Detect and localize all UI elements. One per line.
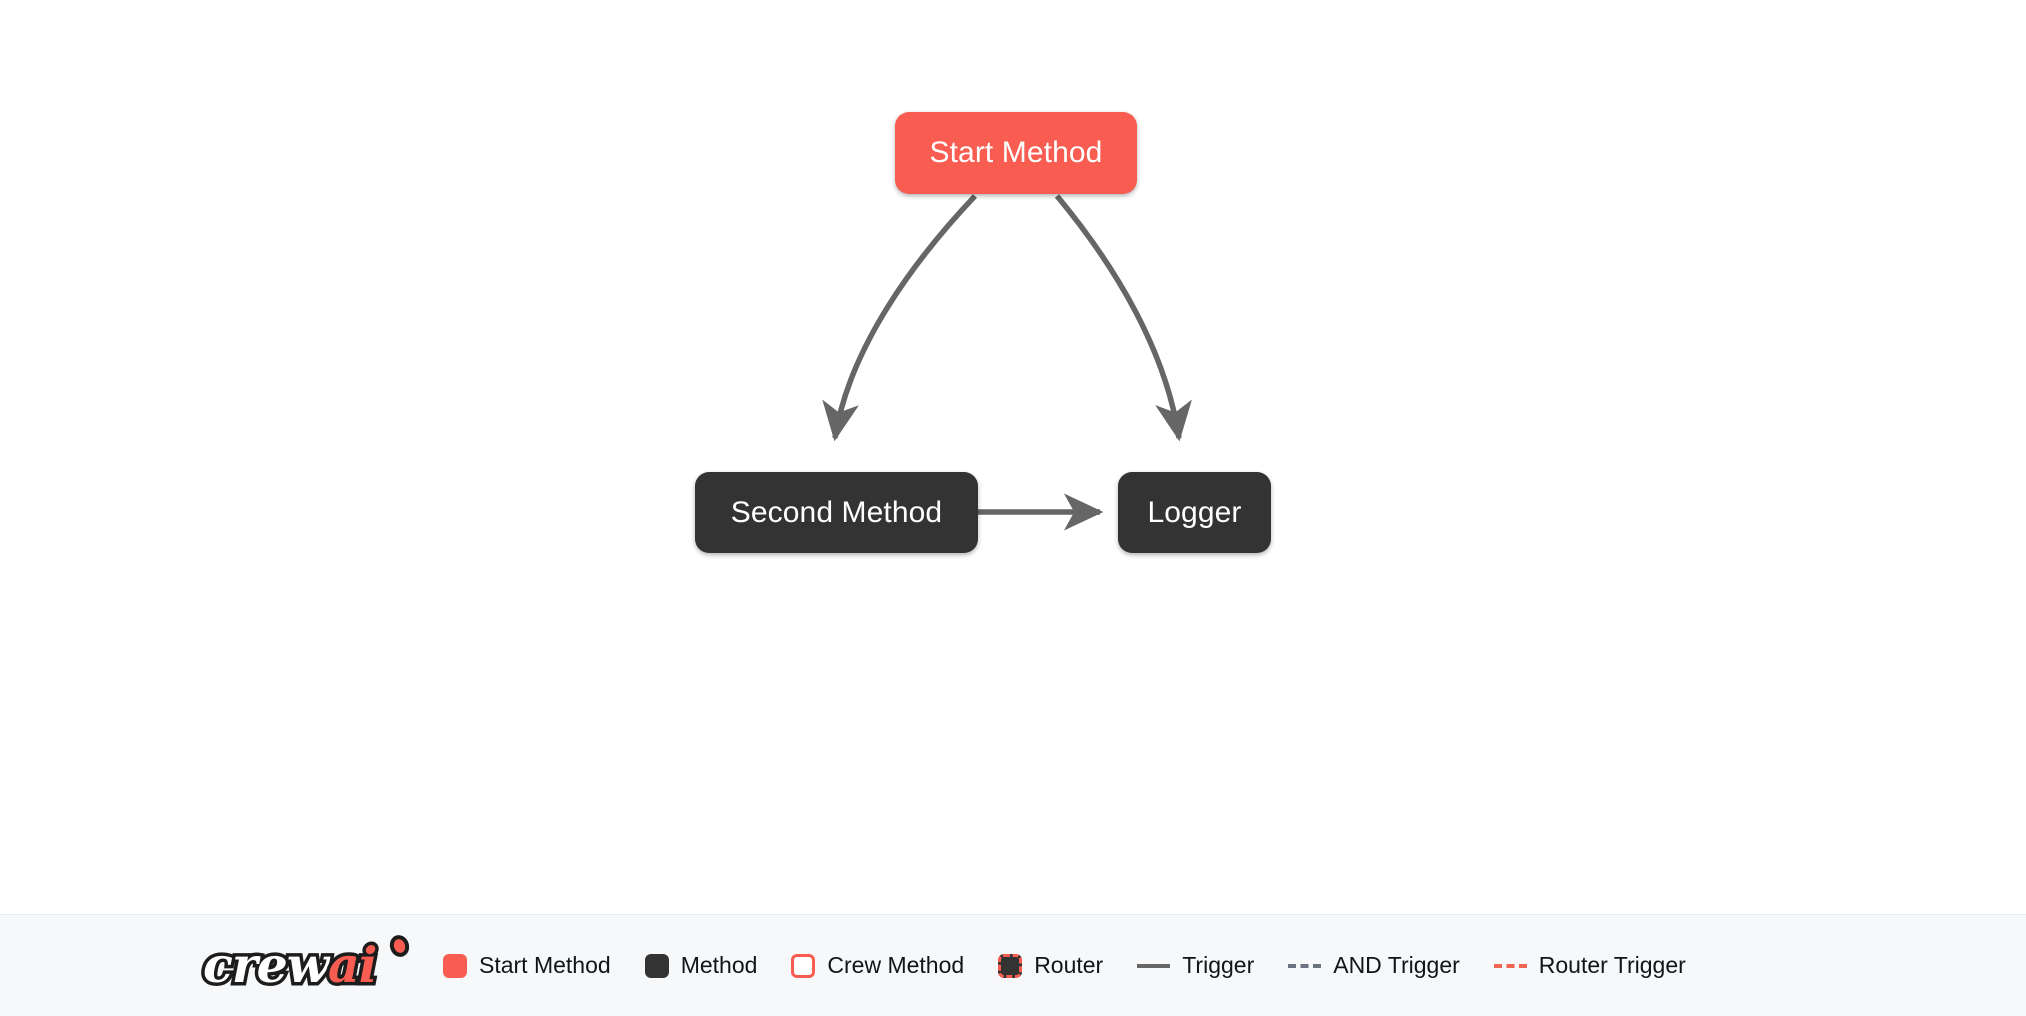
legend-item-method: Method [644, 952, 758, 979]
and-trigger-line-icon [1288, 963, 1322, 968]
method-swatch-icon [644, 953, 669, 978]
trigger-line-icon [1137, 963, 1171, 968]
legend-item-router-trigger: Router Trigger [1493, 952, 1686, 979]
router-trigger-line-icon [1493, 963, 1527, 968]
crewai-logo-text: crewai [199, 933, 380, 996]
edge-start-to-second [822, 194, 977, 442]
crewai-logo-crew: crew [199, 933, 332, 996]
legend-item-router: Router [998, 952, 1103, 979]
start-method-swatch-icon [443, 953, 467, 978]
crewai-logo-dot [387, 932, 412, 959]
router-swatch-icon [998, 953, 1023, 978]
crewai-logo: crewai [199, 932, 415, 997]
crewai-logo-ai: ai [324, 933, 380, 996]
flow-node-label: Logger [1147, 495, 1242, 529]
legend-item-label: Router [1034, 952, 1104, 978]
legend-items-container: crewai Start Method Method Crew Method R… [199, 932, 1686, 997]
flow-node-label: Start Method [929, 136, 1103, 169]
legend-item-label: Router Trigger [1538, 952, 1686, 978]
legend-item-label: Trigger [1182, 952, 1255, 978]
legend-item-label: Start Method [479, 952, 611, 978]
legend-item-crew-method: Crew Method [791, 952, 964, 979]
crew-method-swatch-icon [791, 953, 816, 978]
flow-node-second-method[interactable]: Second Method [695, 472, 978, 553]
legend-item-and-trigger: AND Trigger [1288, 952, 1460, 979]
flow-node-logger[interactable]: Logger [1118, 472, 1271, 553]
legend-item-label: Crew Method [827, 952, 965, 978]
legend-item-trigger: Trigger [1137, 952, 1254, 979]
legend-item-label: AND Trigger [1333, 952, 1460, 978]
edge-start-to-logger [1054, 194, 1192, 442]
legend-bar: crewai Start Method Method Crew Method R… [0, 914, 2026, 1016]
flow-canvas[interactable]: Start Method Second Method Logger [0, 0, 2026, 914]
legend-item-start-method: Start Method [443, 952, 611, 979]
legend-item-label: Method [680, 952, 758, 978]
flow-node-label: Second Method [730, 495, 943, 529]
flow-node-start-method[interactable]: Start Method [895, 112, 1137, 194]
